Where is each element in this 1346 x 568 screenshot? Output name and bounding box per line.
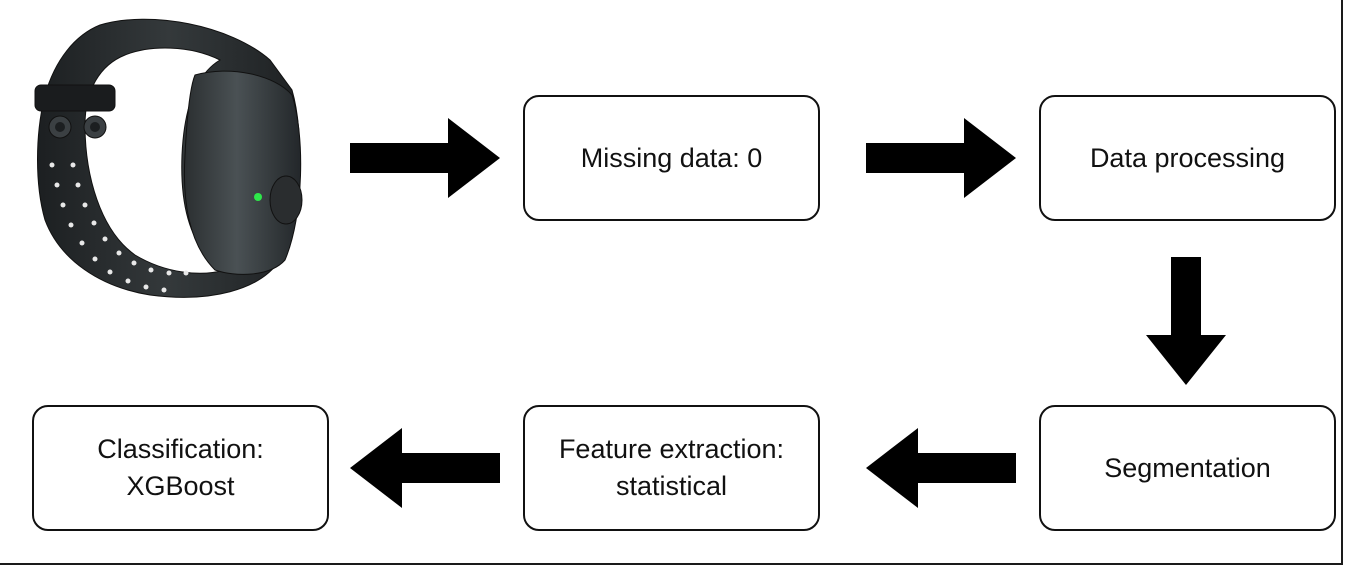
arrow-right-icon [866, 118, 1016, 198]
arrow-left-icon [866, 428, 1016, 508]
node-feature-extraction: Feature extraction: statistical [523, 405, 820, 531]
node-label: Data processing [1089, 142, 1286, 173]
node-missing-data: Missing data: 0 [523, 95, 820, 221]
node-label: Classification: XGBoost [97, 434, 264, 501]
node-classification: Classification: XGBoost [32, 405, 329, 531]
node-label: Feature extraction: statistical [558, 434, 785, 501]
node-data-processing: Data processing [1039, 95, 1336, 221]
node-label: Segmentation [1104, 452, 1271, 483]
arrow-down-icon [1146, 257, 1226, 385]
arrow-left-icon [350, 428, 500, 508]
node-label: Missing data: 0 [580, 142, 763, 173]
wristband-sensor-icon [34, 18, 303, 298]
node-segmentation: Segmentation [1039, 405, 1336, 531]
arrow-right-icon [350, 118, 500, 198]
